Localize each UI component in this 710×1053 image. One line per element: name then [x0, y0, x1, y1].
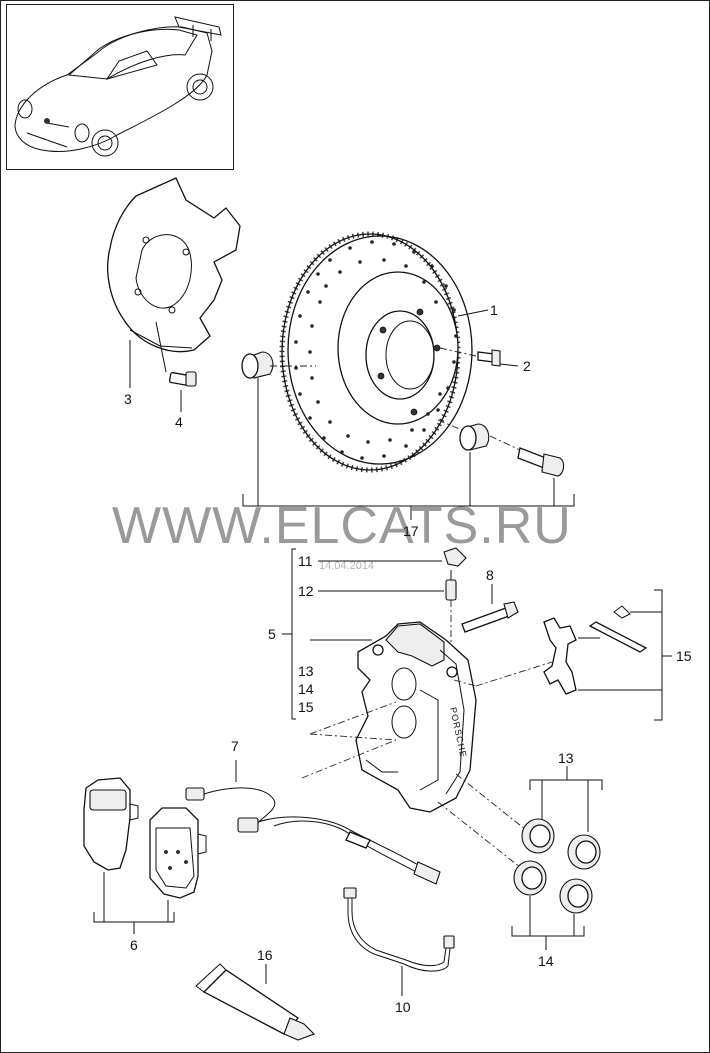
part-brake-disc[interactable]	[279, 231, 473, 473]
part-shield-bolt[interactable]	[168, 371, 197, 387]
label-11: 11	[298, 553, 313, 569]
label-3: 3	[124, 391, 132, 407]
label-7: 7	[231, 738, 239, 754]
part-brake-caliper[interactable]: PORSCHE	[355, 621, 477, 813]
label-1: 1	[490, 302, 498, 318]
label-4: 4	[175, 414, 183, 430]
label-6: 6	[130, 937, 138, 953]
label-10: 10	[395, 999, 411, 1015]
label-8: 8	[486, 567, 494, 583]
part-disc-screw[interactable]	[477, 349, 501, 367]
label-12: 12	[298, 583, 314, 599]
label-14: 14	[538, 953, 554, 969]
part-bushing-right[interactable]	[459, 423, 490, 451]
part-dust-boot-1[interactable]	[513, 860, 547, 896]
label-15: 15	[676, 648, 692, 664]
label-13-caliper: 13	[298, 663, 314, 679]
label-13: 13	[558, 750, 574, 766]
part-assembly-paste-tube[interactable]	[195, 963, 315, 1041]
part-caliper-mounting-bolt[interactable]	[517, 447, 565, 477]
label-15-caliper: 15	[298, 699, 314, 715]
label-16: 16	[257, 947, 273, 963]
label-2: 2	[523, 358, 531, 374]
part-brake-pad-1[interactable]	[83, 777, 139, 871]
label-17: 17	[403, 523, 419, 539]
part-bleeder-valve[interactable]	[445, 570, 457, 601]
part-brake-shield[interactable]	[107, 177, 241, 353]
part-bushing-left[interactable]	[241, 351, 274, 379]
label-14-caliper: 14	[298, 681, 314, 697]
part-dust-boot-2[interactable]	[559, 878, 593, 914]
part-bleeder-cap[interactable]	[443, 547, 467, 567]
part-piston-seal-2[interactable]	[567, 834, 601, 870]
label-5: 5	[268, 626, 276, 642]
part-retaining-clip[interactable]	[613, 605, 631, 619]
part-brake-line[interactable]	[343, 887, 455, 972]
watermark-date: 14.04.2014	[319, 560, 374, 572]
part-wear-sensor[interactable]	[185, 787, 441, 885]
watermark-text: WWW.ELCATS.RU	[112, 497, 572, 555]
part-piston-seal-1[interactable]	[521, 818, 555, 854]
vehicle-thumbnail	[6, 4, 234, 170]
part-retaining-pin[interactable]	[588, 621, 648, 653]
porsche-911-coupe-icon	[14, 16, 222, 157]
part-caliper-bolt[interactable]	[461, 601, 519, 633]
part-brake-pad-2[interactable]	[149, 807, 207, 899]
part-pad-retaining-spring[interactable]	[543, 617, 577, 695]
